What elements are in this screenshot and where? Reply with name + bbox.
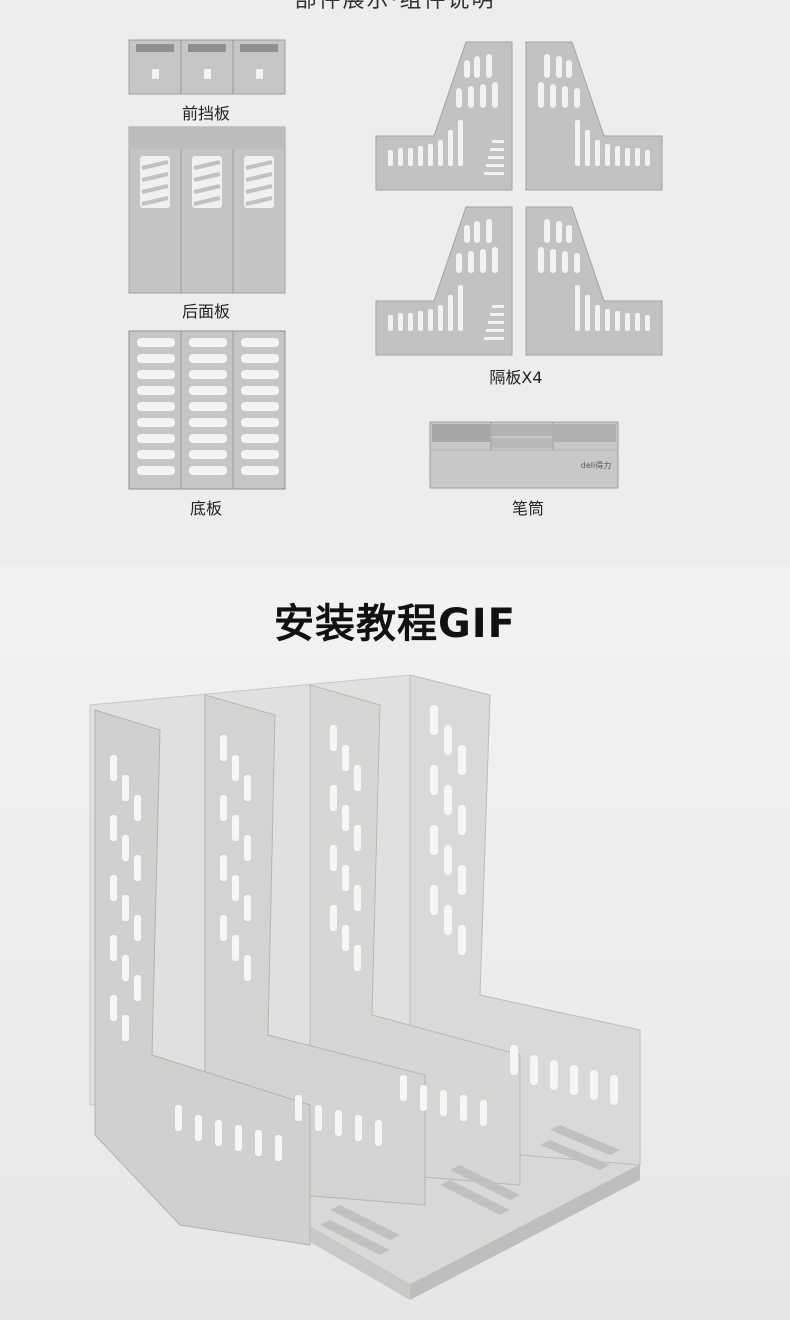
pen-holder-label: 笔筒: [511, 499, 544, 518]
divider-pair-bottom-image: [375, 206, 663, 356]
divider-label: 隔板X4: [489, 368, 543, 387]
parts-section: 部件展示·组件说明 前挡板 后面板: [0, 0, 790, 565]
tutorial-title: 安装教程GIF: [273, 601, 517, 647]
base-panel-image: [128, 330, 286, 490]
front-panel-label: 前挡板: [181, 104, 230, 123]
pen-holder-brand: deli得力: [580, 461, 612, 470]
front-panel-image: [128, 39, 286, 95]
assembled-file-holder-image: [89, 674, 642, 1300]
divider-pair-top-image: [375, 41, 663, 191]
section-heading: 部件展示·组件说明: [294, 0, 496, 13]
back-panel-label: 后面板: [181, 302, 230, 321]
base-panel-label: 底板: [189, 499, 222, 518]
pen-holder-image: [429, 421, 619, 489]
install-tutorial-section: 安装教程GIF: [0, 565, 790, 1320]
back-panel-image: [128, 126, 286, 294]
